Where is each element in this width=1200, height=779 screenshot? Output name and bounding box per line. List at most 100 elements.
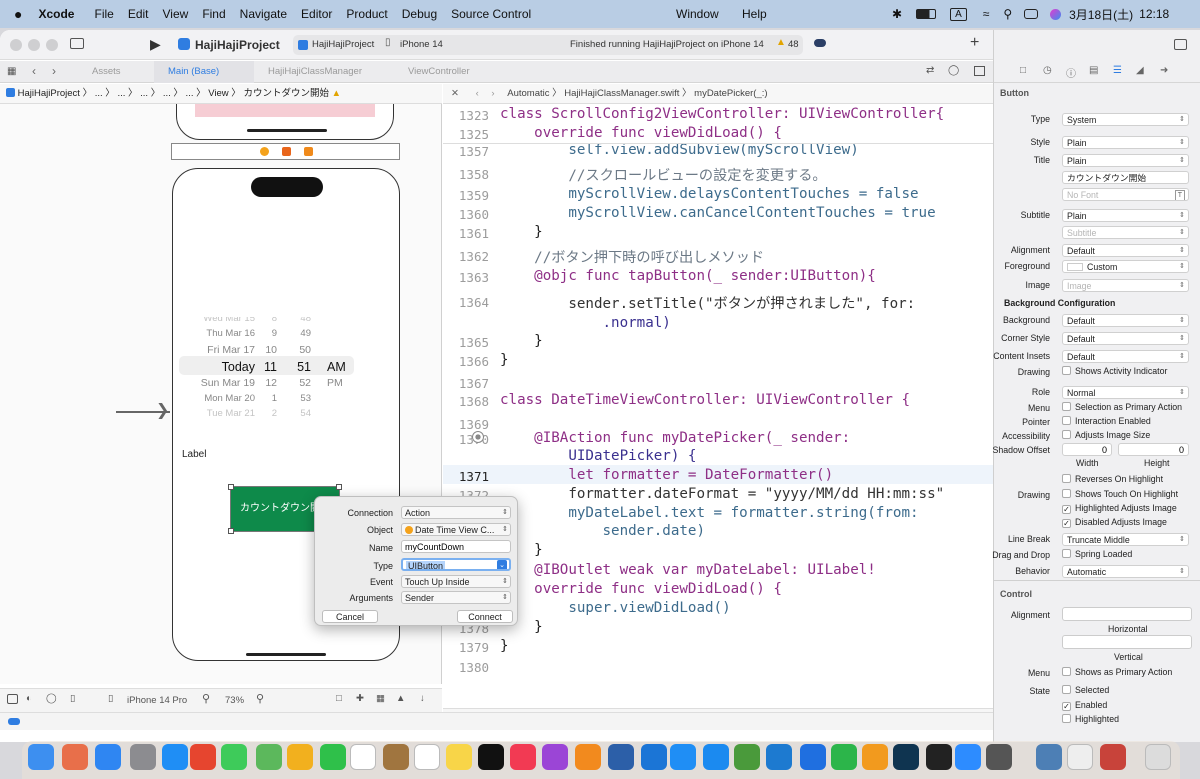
menu-help[interactable]: Help bbox=[742, 7, 767, 21]
bluetooth-icon[interactable]: ✱ bbox=[892, 7, 903, 21]
cloud-icon[interactable] bbox=[814, 39, 826, 47]
code-line[interactable]: myDateLabel.text = formatter.string(from… bbox=[500, 505, 919, 521]
style-select[interactable]: Plain⇕ bbox=[1062, 136, 1189, 149]
resize-handle[interactable] bbox=[336, 484, 342, 490]
corner-style-select[interactable]: Default⇕ bbox=[1062, 332, 1189, 345]
highlighted-adjusts-checkbox[interactable]: ✓Highlighted Adjusts Image bbox=[1062, 503, 1177, 514]
selected-checkbox[interactable]: Selected bbox=[1062, 685, 1109, 695]
code-line[interactable]: override func viewDidLoad() { bbox=[500, 581, 782, 597]
preview-icon[interactable] bbox=[1036, 744, 1062, 770]
jump-back-icon[interactable]: ‹ bbox=[475, 88, 479, 99]
menu-editor[interactable]: Editor bbox=[301, 7, 333, 21]
code-line[interactable]: } bbox=[500, 352, 509, 368]
menu-find[interactable]: Find bbox=[202, 7, 226, 21]
behavior-select[interactable]: Automatic⇕ bbox=[1062, 565, 1189, 578]
split-editor-icon[interactable] bbox=[974, 66, 985, 76]
warning-count[interactable]: 48 bbox=[788, 39, 799, 50]
type-combobox[interactable]: UIButton⌄ bbox=[401, 558, 511, 571]
file-inspector-icon[interactable]: □ bbox=[1020, 65, 1027, 76]
code-line[interactable]: super.viewDidLoad() bbox=[500, 600, 731, 616]
chrome-icon[interactable] bbox=[190, 744, 216, 770]
history-inspector-icon[interactable]: ◷ bbox=[1043, 65, 1052, 76]
content-insets-select[interactable]: Default⇕ bbox=[1062, 350, 1189, 363]
apple-menu-icon[interactable]: ● bbox=[14, 6, 23, 22]
calculator-icon[interactable] bbox=[986, 744, 1012, 770]
maps-icon[interactable] bbox=[256, 744, 282, 770]
menu-source-control[interactable]: Source Control bbox=[451, 7, 532, 21]
connection-select[interactable]: Action⇕ bbox=[401, 506, 511, 519]
sidebar-toggle-icon[interactable] bbox=[70, 38, 84, 49]
zoom-in-icon[interactable]: ⚲ bbox=[256, 693, 265, 705]
calendar-icon[interactable] bbox=[350, 744, 376, 770]
safari-icon[interactable] bbox=[162, 744, 188, 770]
navigator-grid-icon[interactable]: ▦ bbox=[7, 66, 17, 77]
vc-icon[interactable] bbox=[260, 147, 269, 156]
code-line[interactable]: class DateTimeViewController: UIViewCont… bbox=[500, 392, 910, 408]
zoom-window-button[interactable] bbox=[46, 39, 58, 51]
title-text-field[interactable]: カウントダウン開始 bbox=[1062, 171, 1189, 184]
terminal-icon[interactable] bbox=[926, 744, 952, 770]
shadow-height-field[interactable] bbox=[1118, 443, 1189, 456]
scene-top-phone[interactable] bbox=[176, 104, 394, 140]
jump-symbol[interactable]: myDatePicker(_:) bbox=[694, 88, 768, 99]
code-line[interactable]: override func viewDidLoad() { bbox=[500, 125, 782, 141]
embed-icon[interactable]: ↓ bbox=[420, 693, 425, 704]
orientation-icon[interactable]: ◯ bbox=[46, 693, 57, 704]
jump-item-4[interactable]: ... bbox=[162, 88, 171, 99]
warning-icon[interactable]: ▲ bbox=[776, 37, 786, 48]
date-label[interactable]: Label bbox=[182, 449, 207, 460]
scene-dock-bar[interactable] bbox=[171, 143, 400, 160]
project-title[interactable]: HajiHajiProject bbox=[195, 38, 280, 52]
menu-view[interactable]: View bbox=[162, 7, 189, 21]
type-select[interactable]: System⇕ bbox=[1062, 113, 1189, 126]
code-line[interactable]: } bbox=[500, 224, 543, 240]
identity-inspector-icon[interactable]: ▤ bbox=[1089, 65, 1099, 76]
trash-icon[interactable] bbox=[1145, 744, 1171, 770]
add-library-button[interactable]: + bbox=[970, 34, 980, 51]
subtitle-select[interactable]: Plain⇕ bbox=[1062, 209, 1189, 222]
resize-handle[interactable] bbox=[228, 484, 234, 490]
debug-toggle-icon[interactable] bbox=[8, 718, 20, 725]
finder-icon[interactable] bbox=[28, 744, 54, 770]
code-line[interactable]: sender.setTitle("ボタンが押されました", for: bbox=[500, 296, 916, 312]
code-line[interactable]: } bbox=[500, 333, 543, 349]
photos-icon[interactable] bbox=[287, 744, 313, 770]
size-inspector-icon[interactable]: ◢ bbox=[1136, 65, 1144, 76]
photo-booth-icon[interactable] bbox=[893, 744, 919, 770]
menu-time[interactable]: 12:18 bbox=[1139, 7, 1170, 21]
code-line[interactable]: .normal) bbox=[500, 315, 671, 331]
apple-tv-icon[interactable] bbox=[478, 744, 504, 770]
menu-navigate[interactable]: Navigate bbox=[239, 7, 288, 21]
primary-action-checkbox[interactable]: Selection as Primary Action bbox=[1062, 402, 1182, 412]
code-line[interactable]: self.view.addSubview(myScrollView) bbox=[500, 142, 859, 158]
input-mode-icon[interactable]: A bbox=[950, 7, 967, 21]
books-icon[interactable] bbox=[575, 744, 601, 770]
tab-assets[interactable]: Assets bbox=[92, 66, 121, 77]
shows-primary-checkbox[interactable]: Shows as Primary Action bbox=[1062, 667, 1172, 677]
menu-edit[interactable]: Edit bbox=[127, 7, 149, 21]
tab-class-manager[interactable]: HajiHajiClassManager bbox=[268, 66, 362, 77]
app-store-icon[interactable] bbox=[703, 744, 729, 770]
code-line[interactable]: } bbox=[500, 542, 543, 558]
activity-checkbox[interactable]: Shows Activity Indicator bbox=[1062, 366, 1167, 376]
back-icon[interactable]: ‹ bbox=[32, 64, 36, 78]
appstore-tool-icon[interactable] bbox=[670, 744, 696, 770]
notes-app-icon[interactable] bbox=[383, 744, 409, 770]
control-center-icon[interactable] bbox=[1024, 9, 1039, 19]
code-line[interactable]: @objc func tapButton(_ sender:UIButton){ bbox=[500, 268, 876, 284]
jump-item-project[interactable]: HajiHajiProject bbox=[17, 88, 80, 99]
code-line[interactable]: sender.date) bbox=[500, 523, 705, 539]
title-select[interactable]: Plain⇕ bbox=[1062, 154, 1189, 167]
interaction-checkbox[interactable]: Interaction Enabled bbox=[1062, 416, 1151, 426]
mail-icon[interactable] bbox=[95, 744, 121, 770]
jump-item-5[interactable]: ... bbox=[185, 88, 194, 99]
role-select[interactable]: Normal⇕ bbox=[1062, 386, 1189, 399]
